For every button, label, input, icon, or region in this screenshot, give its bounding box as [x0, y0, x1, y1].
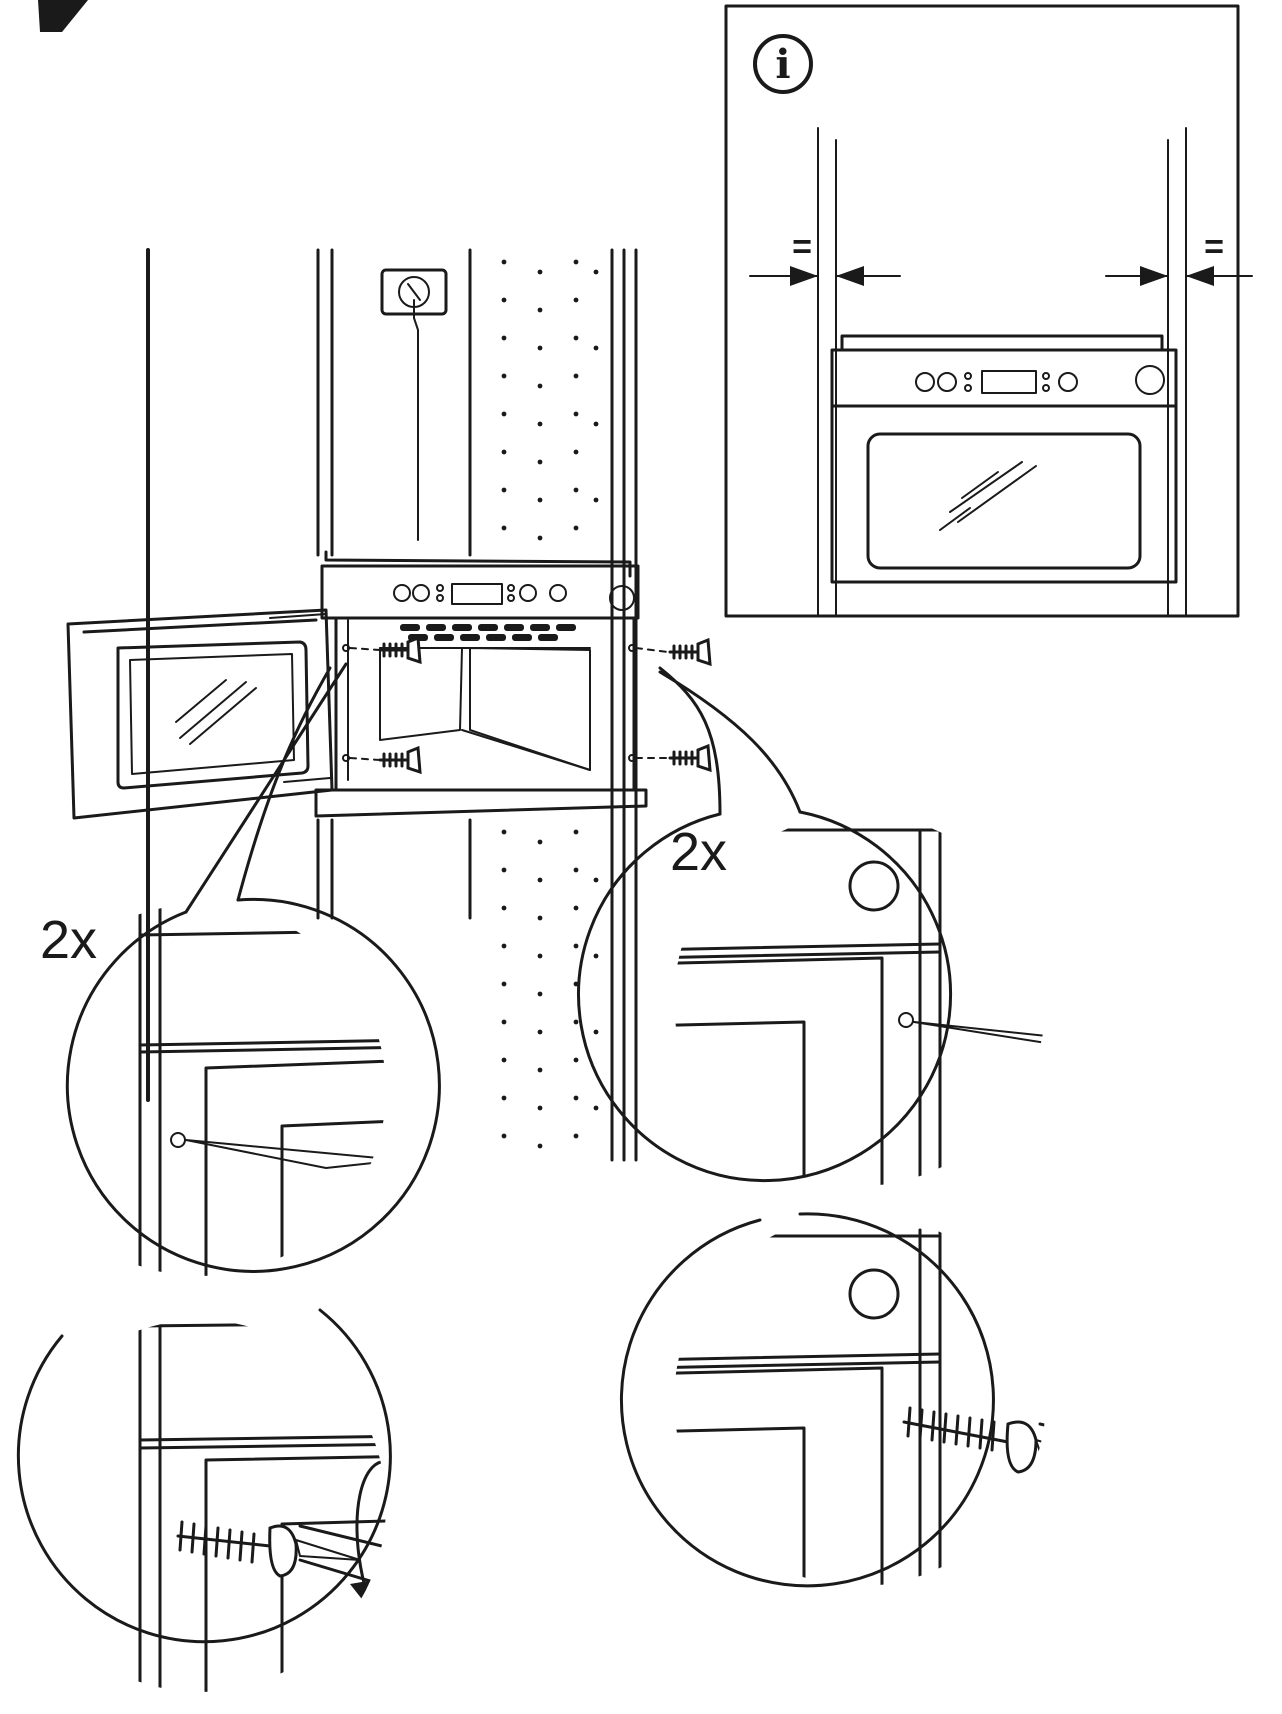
shelf-hole — [537, 1105, 543, 1111]
svg-text:2x: 2x — [40, 910, 97, 970]
shelf-hole — [573, 905, 579, 911]
screwdriver-icon — [913, 1021, 1046, 1051]
svg-text:=: = — [1204, 228, 1224, 266]
shelf-hole — [593, 953, 599, 959]
shelf-hole — [573, 1019, 579, 1025]
screwdriver-icon — [1035, 1422, 1046, 1512]
shelf-hole — [501, 335, 507, 341]
shelf-hole — [501, 1057, 507, 1063]
screw-icon — [176, 1520, 298, 1578]
rotate-clockwise-icon — [350, 1459, 386, 1661]
shelf-hole — [537, 497, 543, 503]
step-number-fragment — [38, 0, 88, 32]
power-socket-icon — [380, 268, 448, 541]
shelf-hole — [573, 335, 579, 341]
shelf-hole — [501, 1019, 507, 1025]
shelf-hole — [537, 421, 543, 427]
shelf-hole — [537, 915, 543, 921]
shelf-holes — [501, 259, 599, 1149]
shelf-hole — [593, 1029, 599, 1035]
shelf-hole — [573, 373, 579, 379]
shelf-hole — [537, 953, 543, 959]
rotate-clockwise-icon — [1093, 1355, 1207, 1566]
shelf-hole — [537, 459, 543, 465]
detail-right-screw-in — [619, 1212, 1207, 1588]
shelf-hole — [573, 1133, 579, 1139]
screw-icon — [378, 635, 712, 775]
shelf-hole — [573, 411, 579, 417]
shelf-hole — [501, 1095, 507, 1101]
shelf-hole — [501, 1133, 507, 1139]
cabinet — [146, 248, 638, 1162]
vent-slots — [400, 624, 576, 641]
shelf-hole — [537, 991, 543, 997]
equal-gap-right: = — [1105, 228, 1253, 286]
shelf-hole — [593, 421, 599, 427]
shelf-hole — [573, 943, 579, 949]
shelf-hole — [593, 1105, 599, 1111]
shelf-hole — [501, 259, 507, 265]
shelf-hole — [501, 297, 507, 303]
info-icon: i — [753, 34, 813, 94]
shelf-hole — [501, 943, 507, 949]
shelf-hole — [593, 345, 599, 351]
shelf-hole — [501, 829, 507, 835]
shelf-hole — [573, 259, 579, 265]
svg-text:2x: 2x — [670, 822, 727, 882]
shelf-hole — [573, 449, 579, 455]
shelf-hole — [537, 307, 543, 313]
detail-right-pilot-hole: 2x — [577, 666, 1046, 1186]
shelf-hole — [593, 497, 599, 503]
shelf-hole — [501, 373, 507, 379]
shelf-hole — [537, 269, 543, 275]
shelf-hole — [573, 1057, 579, 1063]
shelf-hole — [593, 877, 599, 883]
shelf-hole — [537, 383, 543, 389]
shelf-hole — [573, 487, 579, 493]
shelf-hole — [537, 535, 543, 541]
shelf-hole — [501, 525, 507, 531]
shelf-hole — [501, 867, 507, 873]
shelf-hole — [501, 487, 507, 493]
shelf-hole — [501, 411, 507, 417]
shelf-hole — [501, 905, 507, 911]
screw-icon — [902, 1406, 1038, 1474]
info-panel: i = = — [724, 4, 1253, 618]
svg-text:=: = — [792, 228, 812, 266]
shelf-hole — [573, 1095, 579, 1101]
shelf-hole — [537, 839, 543, 845]
shelf-hole — [537, 1067, 543, 1073]
shelf-hole — [593, 269, 599, 275]
shelf-hole — [573, 297, 579, 303]
detail-left-pilot-hole: 2x — [40, 662, 441, 1276]
screw-guide-lines — [349, 647, 669, 761]
shelf-hole — [537, 877, 543, 883]
detail-left-screw-in — [16, 1308, 392, 1692]
svg-text:i: i — [775, 41, 790, 88]
shelf-hole — [501, 449, 507, 455]
screwdriver-icon — [185, 1139, 386, 1169]
oven-front-view — [830, 334, 1178, 584]
shelf-hole — [501, 981, 507, 987]
screwdriver-icon — [295, 1524, 386, 1616]
shelf-hole — [537, 345, 543, 351]
shelf-hole — [573, 525, 579, 531]
shelf-hole — [537, 1029, 543, 1035]
oven-body — [314, 550, 648, 818]
shelf-hole — [573, 867, 579, 873]
oven-door — [66, 608, 334, 820]
shelf-hole — [537, 1143, 543, 1149]
shelf-hole — [573, 829, 579, 835]
equal-gap-left: = — [749, 228, 901, 286]
